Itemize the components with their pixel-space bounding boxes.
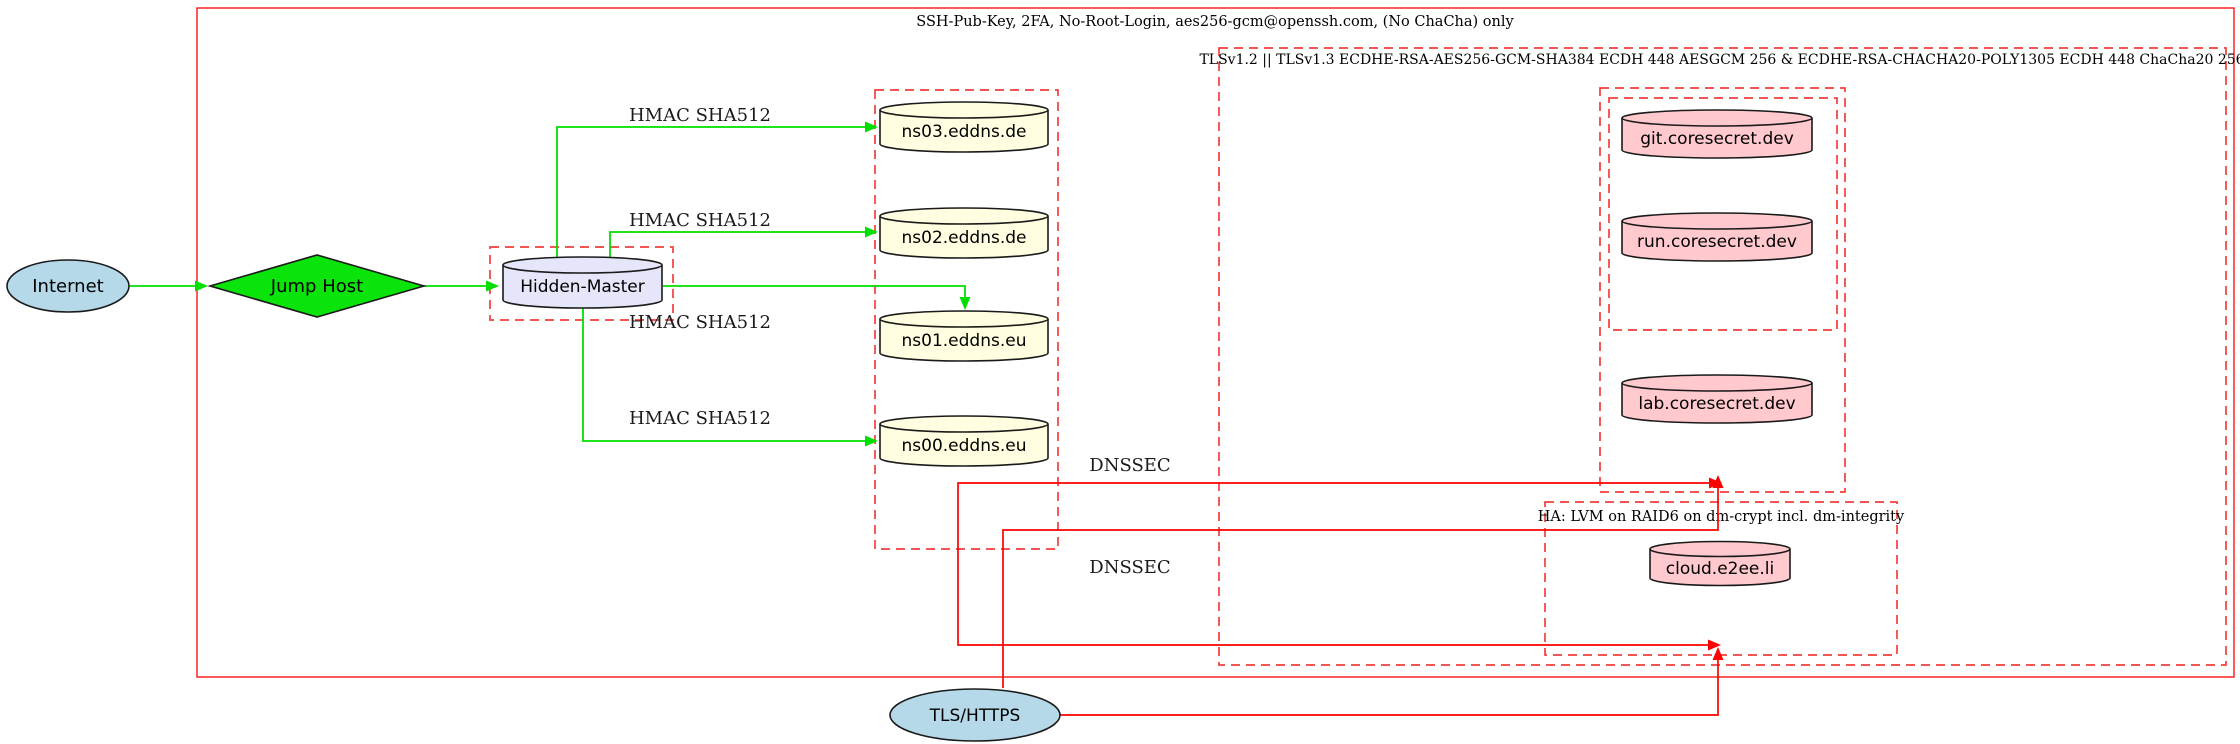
node-lab: lab.coresecret.dev [1621, 374, 1813, 424]
edge-label-hmac-3: HMAC SHA512 [629, 312, 771, 333]
node-ns00: ns00.eddns.eu [879, 415, 1049, 467]
node-cloud: cloud.e2ee.li [1649, 540, 1791, 587]
node-ns01-label: ns01.eddns.eu [902, 331, 1027, 351]
node-jump-host-label: Jump Host [270, 276, 363, 297]
ssh-policy-cluster-label: SSH-Pub-Key, 2FA, No-Root-Login, aes256-… [916, 14, 1514, 30]
node-git-label: git.coresecret.dev [1640, 129, 1794, 149]
ssh-policy-cluster-box [196, 7, 2235, 678]
ha-cluster-label: HA: LVM on RAID6 on dm-crypt incl. dm-in… [1538, 509, 1905, 525]
node-ns02: ns02.eddns.de [879, 207, 1049, 259]
edge-dns-to-ha-dnssec [957, 549, 1721, 651]
node-lab-label: lab.coresecret.dev [1638, 394, 1795, 414]
node-hidden-master-label: Hidden-Master [520, 277, 645, 297]
node-internet-label: Internet [32, 276, 103, 297]
node-tls-https-label: TLS/HTTPS [929, 706, 1021, 726]
node-tls-https: TLS/HTTPS [889, 688, 1061, 742]
services-outer-cluster-box [1599, 87, 1846, 493]
node-hidden-master: Hidden-Master [502, 256, 663, 309]
node-ns00-label: ns00.eddns.eu [902, 436, 1027, 456]
node-internet: Internet [6, 259, 130, 313]
edge-label-dnssec-2: DNSSEC [1089, 557, 1170, 578]
edge-label-hmac-4: HMAC SHA512 [629, 408, 771, 429]
edge-hiddenmaster-to-ns03 [556, 121, 878, 259]
services-inner-cluster-box [1608, 97, 1838, 331]
edge-tls-to-ha-cluster [1060, 647, 1724, 716]
edge-label-hmac-2: HMAC SHA512 [629, 210, 771, 231]
edge-dns-to-services-dnssec [957, 477, 1722, 549]
hidden-master-cluster-box [489, 246, 674, 321]
node-jump-host: Jump Host [207, 254, 427, 318]
node-ns02-label: ns02.eddns.de [902, 228, 1027, 248]
node-ns01: ns01.eddns.eu [879, 310, 1049, 362]
node-run-label: run.coresecret.dev [1637, 232, 1797, 252]
edge-jumphost-to-hiddenmaster [424, 280, 499, 292]
dns-cluster-box [874, 89, 1059, 550]
tls-policy-cluster-label: TLSv1.2 || TLSv1.3 ECDHE-RSA-AES256-GCM-… [1199, 52, 2240, 68]
edge-label-hmac-1: HMAC SHA512 [629, 105, 771, 126]
node-cloud-label: cloud.e2ee.li [1666, 559, 1774, 579]
edge-hiddenmaster-to-ns00 [582, 307, 878, 447]
edge-hiddenmaster-to-ns01 [663, 285, 971, 310]
node-ns03: ns03.eddns.de [879, 101, 1049, 153]
edge-internet-to-jumphost [130, 280, 208, 292]
node-git: git.coresecret.dev [1621, 109, 1813, 159]
node-run: run.coresecret.dev [1621, 212, 1813, 262]
edge-label-dnssec-1: DNSSEC [1089, 455, 1170, 476]
node-ns03-label: ns03.eddns.de [902, 122, 1027, 142]
tls-policy-cluster-box [1218, 47, 2227, 666]
edge-tls-to-services-cluster [1002, 475, 1724, 688]
edge-hiddenmaster-to-ns02 [609, 226, 878, 259]
